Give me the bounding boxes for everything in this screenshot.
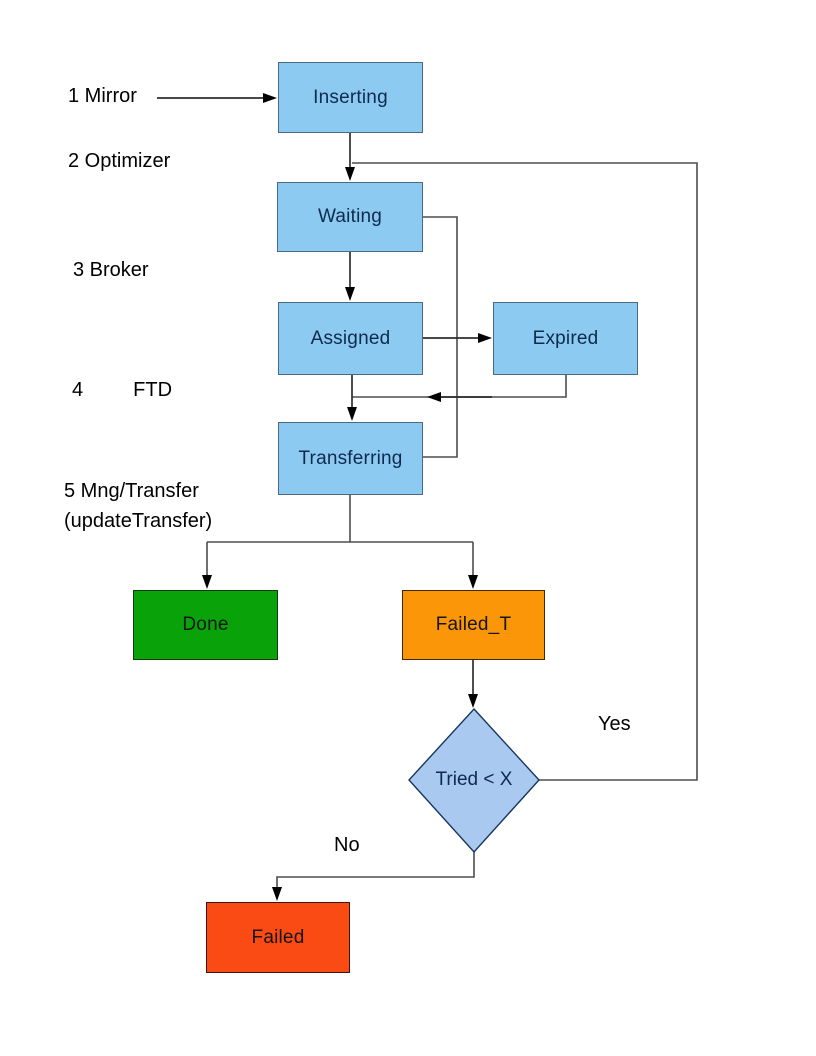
arrowhead-into-failed-t [468,575,478,589]
edge-expired-to-transferring-junction [352,375,567,398]
tried-diamond-label: Tried < X [435,769,513,790]
branch-label-no: No [334,834,360,856]
arrowhead-into-inserting [263,93,277,103]
node-failed: Failed [206,902,350,973]
routed-edges [206,162,698,888]
side-label-mirror: 1 Mirror [68,85,137,107]
side-label-ftd: 4 FTD [72,379,173,401]
side-label-broker: 3 Broker [73,259,149,281]
branch-label-yes: Yes [598,713,631,735]
arrowhead-into-failed [272,887,282,901]
arrowhead-into-transferring [347,407,357,421]
edge-transferring-loop-to-waiting [423,216,458,458]
arrowhead-into-tried-diamond [468,694,478,708]
tried-diamond-shape [408,707,540,854]
node-transferring: Transferring [278,422,423,495]
side-label-mng-transfer: 5 Mng/Transfer (updateTransfer) [64,480,213,532]
arrowhead-into-waiting [345,167,355,181]
edge-tried-yes-return-to-waiting [352,162,698,781]
arrowhead-into-done [202,575,212,589]
arrowhead-into-expired [478,333,492,343]
node-expired: Expired [493,302,638,375]
node-assigned: Assigned [278,302,423,375]
arrowheads [202,93,492,901]
node-done: Done [133,590,278,660]
node-inserting: Inserting [278,62,423,133]
node-waiting: Waiting [277,182,423,252]
edge-tried-no-to-failed [276,851,475,888]
arrowhead-into-assigned [345,287,355,301]
node-failed-t: Failed_T [402,590,545,660]
side-label-optimizer: 2 Optimizer [68,150,171,172]
arrowhead-expired-junction [427,392,441,402]
direct-edges [157,97,492,695]
